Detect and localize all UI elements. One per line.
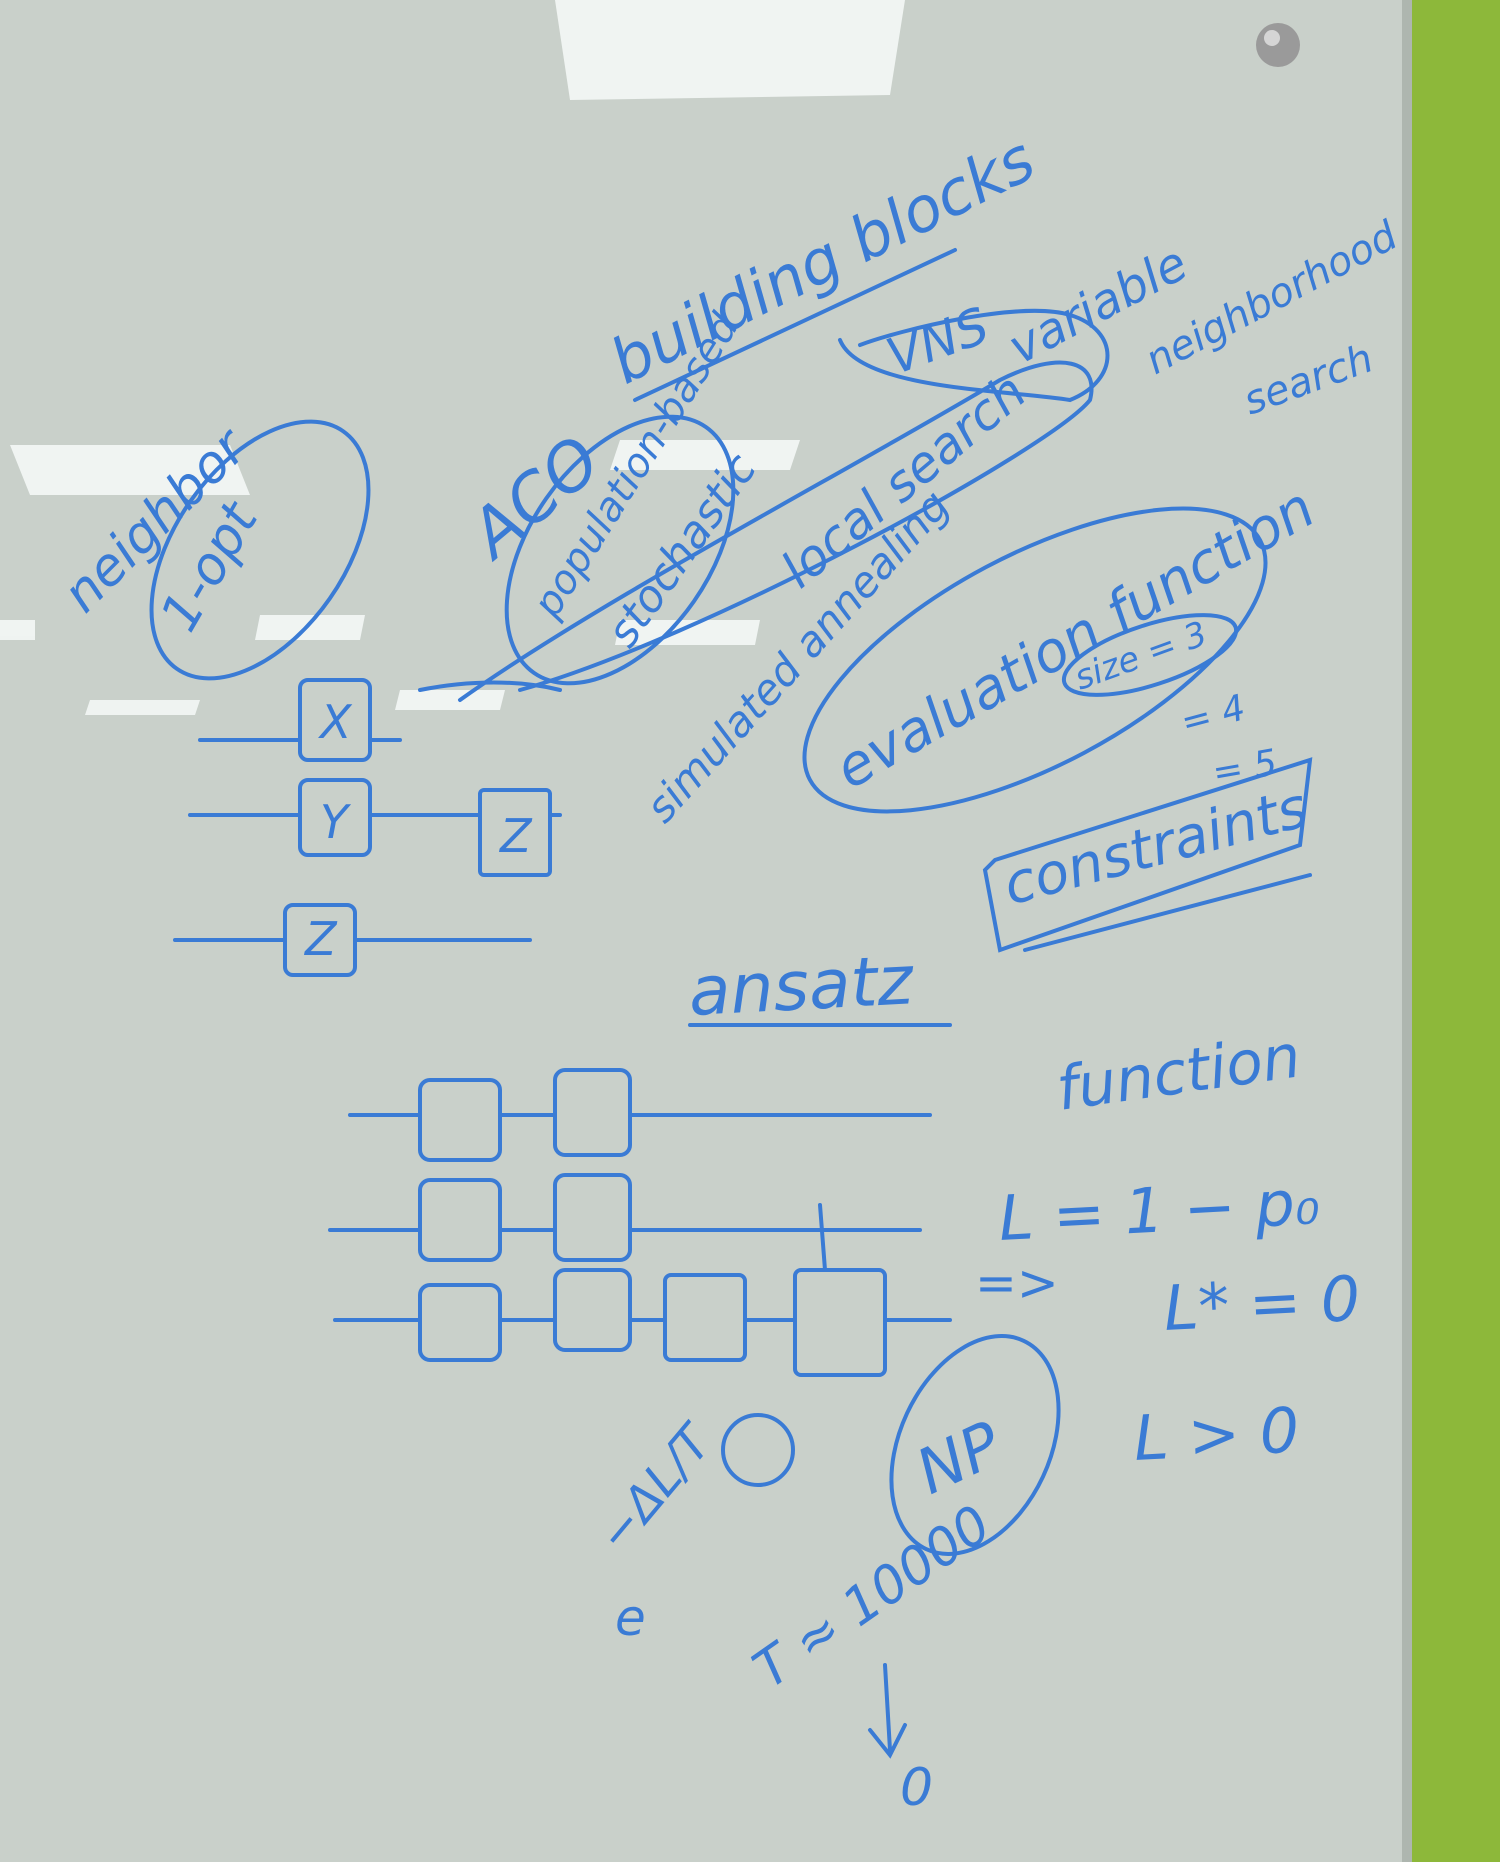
- t-circle: [721, 1413, 795, 1487]
- light-reflections: [0, 0, 905, 715]
- whiteboard-surface: [0, 0, 1420, 1862]
- ansatz-gate-3-3: [663, 1273, 747, 1362]
- label-zero: 0: [900, 1758, 933, 1818]
- ansatz-gate-1-2: [553, 1068, 632, 1157]
- size-ellipse: [1061, 613, 1239, 697]
- board-edge: [1402, 0, 1412, 1862]
- vns-loop: [838, 308, 1110, 403]
- gate-y-label: Y: [320, 795, 352, 849]
- local-search-loop: [458, 360, 1094, 702]
- constraints-box: [982, 757, 1313, 953]
- x-connector: [418, 680, 562, 692]
- label-exp-base: e: [615, 1589, 646, 1647]
- ansatz-gate-1-1: [418, 1078, 502, 1162]
- ansatz-gate-3-4: [793, 1268, 887, 1377]
- ansatz-gate-3-1: [418, 1283, 502, 1362]
- mounting-screw-highlight: [1264, 30, 1280, 46]
- constraints-underline: [1023, 873, 1312, 952]
- arrow-down: [868, 1663, 907, 1759]
- ansatz-gate-2-2: [553, 1173, 632, 1262]
- evaluation-ellipse: [802, 506, 1268, 814]
- underline-building-blocks: [633, 248, 957, 402]
- population-ellipse: [504, 414, 736, 686]
- ansatz-gate-3-2: [553, 1268, 632, 1352]
- label-loss-star: L* = 0: [1162, 1262, 1362, 1345]
- label-ansatz: ansatz: [687, 941, 916, 1032]
- gate-z-label: Z: [303, 912, 338, 966]
- one-opt-ellipse: [149, 419, 371, 681]
- ansatz-control: [818, 1203, 827, 1272]
- label-implies: =>: [975, 1254, 1059, 1312]
- mounting-screw: [1256, 23, 1300, 67]
- gate-z-right-label: Z: [498, 809, 533, 863]
- label-loss-gt: L > 0: [1132, 1393, 1301, 1475]
- gate-y-box: [298, 778, 372, 857]
- gate-z-box-right: [478, 788, 552, 877]
- gate-z-box: [283, 903, 357, 977]
- gate-x-box: [298, 678, 372, 762]
- np-ellipse: [889, 1334, 1061, 1556]
- label-loss-eq: L = 1 − p₀: [997, 1165, 1321, 1255]
- gate-x-label: X: [318, 695, 353, 749]
- green-wall: [1410, 0, 1500, 1862]
- marker-drawings: [149, 248, 1313, 1759]
- ansatz-gate-2-1: [418, 1178, 502, 1262]
